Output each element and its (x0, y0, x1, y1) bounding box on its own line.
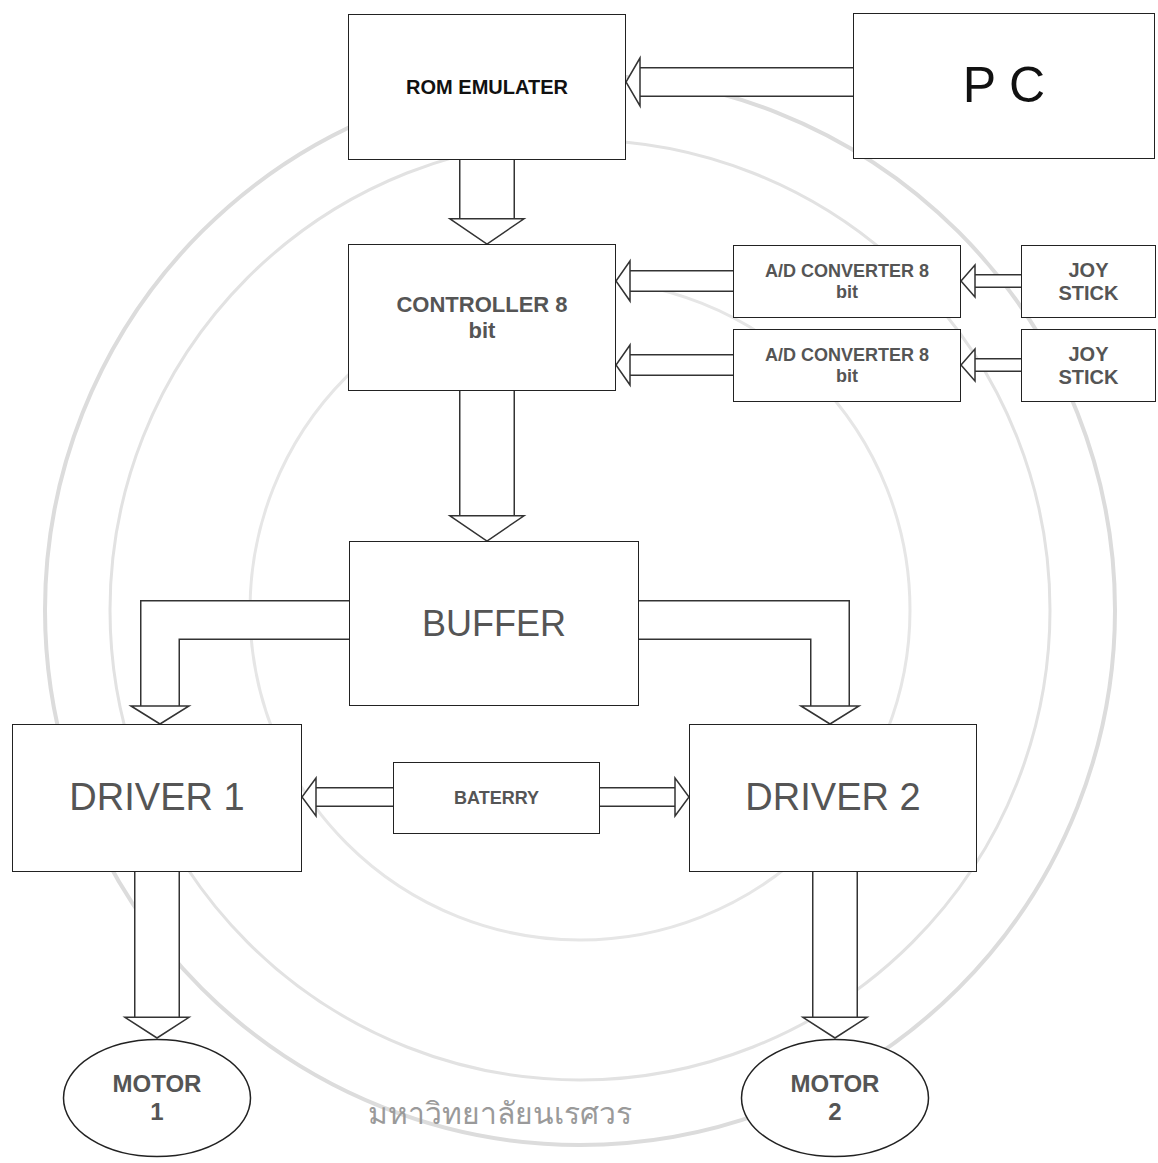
arrow-shaft (459, 160, 515, 219)
process-box: BUFFER (349, 541, 639, 706)
block-arrow (450, 391, 524, 541)
arrow-shaft (812, 872, 858, 1017)
process-box: DRIVER 2 (689, 724, 977, 872)
node-label: P C (963, 57, 1045, 115)
block-arrow (626, 58, 853, 106)
node-label: A/D CONVERTER 8 bit (755, 345, 940, 386)
node-label: JOY STICK (1041, 259, 1136, 305)
arrow-head (961, 349, 975, 381)
block-arrow (803, 872, 867, 1038)
arrow-head (626, 58, 640, 106)
arrow-shaft-inner (461, 160, 514, 219)
block-arrow (302, 778, 393, 816)
arrow-shaft-inner (136, 872, 179, 1017)
arrow-shaft-inner (639, 620, 830, 706)
arrow-shaft (975, 274, 1021, 288)
process-box: A/D CONVERTER 8 bit (733, 245, 961, 318)
arrow-shaft-inner (630, 272, 733, 291)
node-label: MOTOR 2 (785, 1070, 885, 1125)
block-arrow (616, 261, 733, 301)
arrow-shaft (459, 391, 515, 516)
arrow-head (961, 265, 975, 297)
arrow-head (801, 706, 859, 724)
block-arrow (131, 620, 349, 724)
motor-ellipse: MOTOR 1 (62, 1038, 252, 1158)
process-box: A/D CONVERTER 8 bit (733, 329, 961, 402)
power-box: BATERRY (393, 762, 600, 834)
arrow-shaft-inner (316, 789, 393, 806)
input-box: JOY STICK (1021, 245, 1156, 318)
arrow-shaft-inner (640, 69, 853, 96)
arrow-head (616, 345, 630, 385)
arrow-shaft (630, 270, 733, 292)
arrow-shaft-inner (975, 276, 1021, 287)
node-label: CONTROLLER 8 bit (395, 292, 570, 343)
input-box: JOY STICK (1021, 329, 1156, 402)
block-arrow (125, 872, 189, 1038)
arrow-shaft (639, 620, 830, 706)
motor-ellipse: MOTOR 2 (740, 1038, 930, 1158)
node-label: DRIVER 2 (745, 776, 920, 820)
arrow-head (302, 778, 316, 816)
ellipse-outline (64, 1040, 251, 1157)
block-arrow (450, 160, 524, 244)
arrow-head (450, 516, 524, 541)
arrow-shaft (640, 67, 853, 97)
arrow-head (803, 1017, 867, 1038)
arrow-shaft-inner (814, 872, 857, 1017)
node-label: ROM EMULATER (406, 76, 568, 99)
arrow-shaft (600, 787, 675, 807)
node-label: JOY STICK (1041, 343, 1136, 389)
seal-ring (110, 140, 1050, 1080)
block-arrow (961, 349, 1021, 381)
process-box: ROM EMULATER (348, 14, 626, 160)
arrow-head (131, 706, 189, 724)
arrow-head (450, 219, 524, 244)
process-box: P C (853, 13, 1155, 159)
node-label: DRIVER 1 (69, 776, 244, 820)
arrow-head (125, 1017, 189, 1038)
block-arrow (616, 345, 733, 385)
arrow-head (675, 778, 689, 816)
arrow-shaft-inner (630, 356, 733, 375)
arrow-shaft (630, 354, 733, 376)
process-box: DRIVER 1 (12, 724, 302, 872)
arrow-shaft-inner (160, 620, 349, 706)
arrow-shaft (134, 872, 180, 1017)
node-label: A/D CONVERTER 8 bit (755, 261, 940, 302)
arrow-shaft-inner (975, 360, 1021, 371)
node-label: BATERRY (454, 788, 539, 809)
node-label: MOTOR 1 (107, 1070, 207, 1125)
arrow-shaft (316, 787, 393, 807)
watermark-text: มหาวิทยาลัยนเรศวร (300, 1090, 700, 1137)
seal-ring (45, 75, 1115, 1145)
block-arrow (600, 778, 689, 816)
process-box: CONTROLLER 8 bit (348, 244, 616, 391)
arrow-shaft (975, 358, 1021, 372)
arrow-shaft (160, 620, 349, 706)
node-label: BUFFER (422, 603, 566, 644)
arrow-shaft-inner (461, 391, 514, 516)
arrow-shaft-inner (600, 789, 675, 806)
ellipse-outline (742, 1040, 929, 1157)
block-arrow (961, 265, 1021, 297)
arrow-head (616, 261, 630, 301)
block-arrow (639, 620, 859, 724)
